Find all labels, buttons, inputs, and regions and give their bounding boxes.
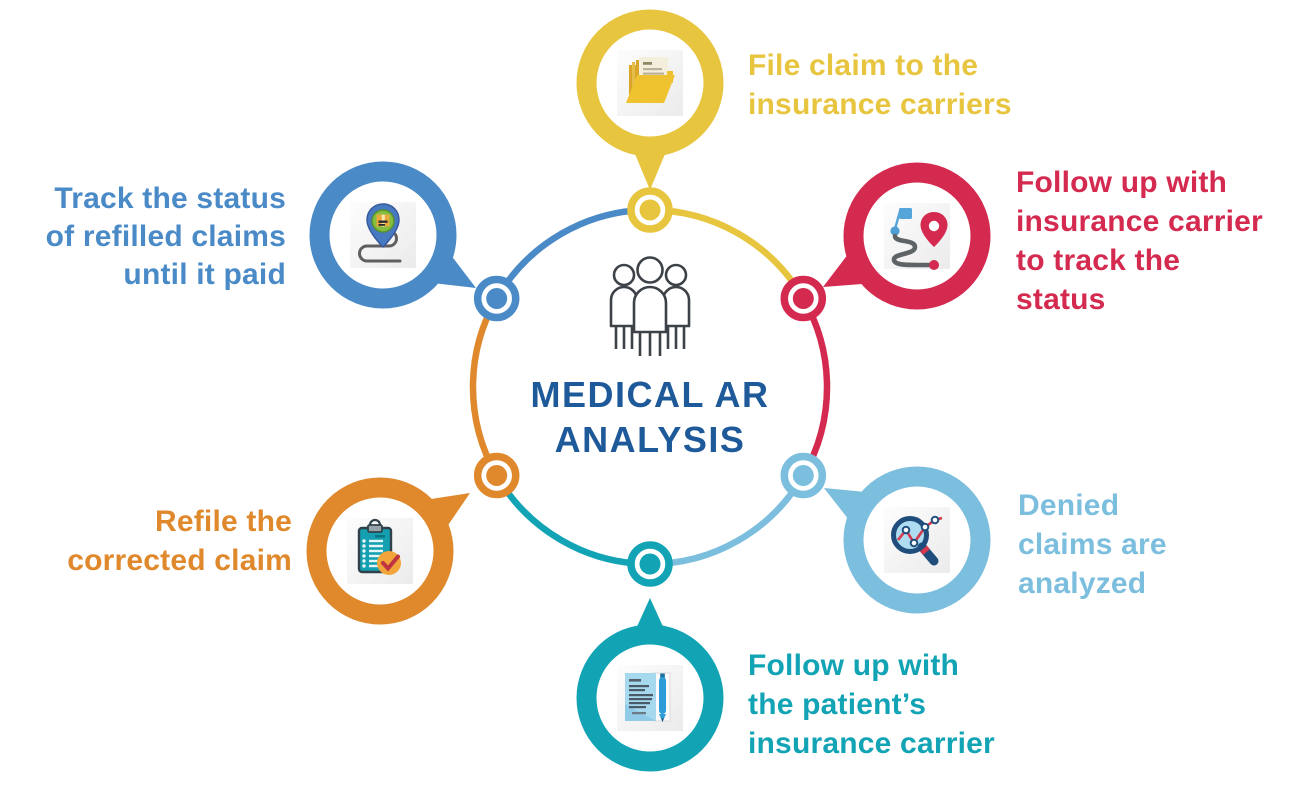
node-file-claim <box>627 187 673 233</box>
magnifier-chart-icon <box>879 502 955 578</box>
step-label-follow-up-insurance: Follow up with insurance carrier to trac… <box>1016 166 1263 316</box>
cycle-arcs <box>469 206 831 568</box>
arc-denied-analyzed <box>649 473 807 568</box>
arc-follow-up-insurance <box>800 296 831 478</box>
node-follow-up-patient <box>627 541 673 587</box>
route-destination-icon <box>879 198 955 274</box>
arc-file-claim <box>649 206 807 301</box>
step-label-file-claim: File claim to the insurance carriers <box>748 49 1012 121</box>
document-pen-icon <box>612 660 688 736</box>
step-label-follow-up-patient: Follow up with the patient’s insurance c… <box>748 649 995 760</box>
node-follow-up-insurance <box>780 275 827 322</box>
step-label-denied-analyzed: Denied claims are analyzed <box>1018 489 1167 600</box>
diagram-title: MEDICAL AR ANALYSIS <box>530 374 770 460</box>
folder-documents-icon <box>612 45 688 121</box>
step-label-track-status: Track the status of refilled claims unti… <box>45 182 286 291</box>
arc-track-status <box>493 206 651 301</box>
node-track-status <box>473 275 520 322</box>
node-refile-claim <box>473 452 520 499</box>
people-group-icon <box>609 256 691 356</box>
arc-refile-claim <box>469 296 500 478</box>
step-label-refile-claim: Refile the corrected claim <box>67 505 292 577</box>
arc-follow-up-patient <box>493 473 651 568</box>
cycle-nodes <box>473 187 827 587</box>
package-location-pin-icon <box>345 197 421 273</box>
node-denied-analyzed <box>780 452 827 499</box>
clipboard-check-icon <box>342 513 418 589</box>
